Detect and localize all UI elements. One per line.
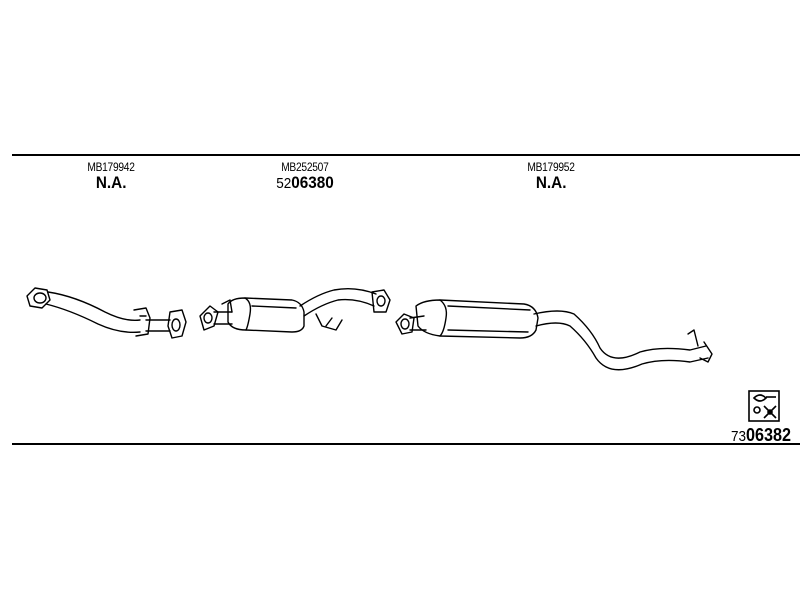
fitting-kit-icon	[748, 390, 780, 422]
part-label-rear-silencer: MB179952 N.A.	[523, 160, 579, 191]
top-divider-line	[12, 154, 800, 156]
part-code: N.A.	[95, 173, 127, 192]
rear-silencer	[395, 299, 713, 371]
part-label-center-silencer: MB252507 5206380	[273, 160, 337, 191]
part-label-front-pipe: MB179942 N.A.	[83, 160, 139, 191]
kit-code: 7306382	[731, 425, 792, 445]
bottom-divider-line	[12, 443, 800, 445]
oem-number: MB179952	[527, 160, 575, 174]
center-silencer	[199, 287, 391, 333]
oem-number: MB179942	[87, 160, 135, 174]
front-pipe	[26, 287, 187, 339]
oem-number: MB252507	[281, 160, 329, 174]
part-code: N.A.	[535, 173, 567, 192]
part-code: 5206380	[276, 173, 334, 192]
